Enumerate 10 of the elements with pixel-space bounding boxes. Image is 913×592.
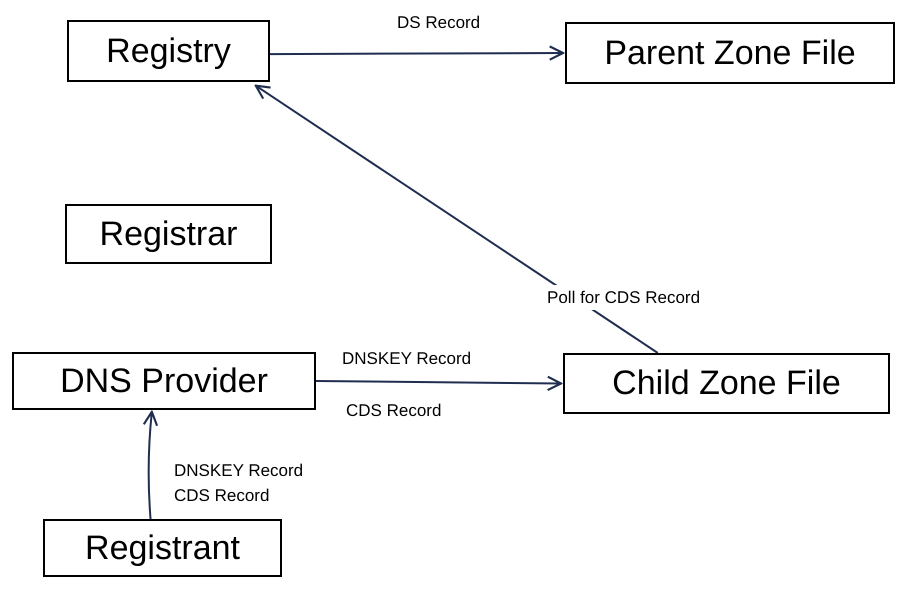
process-box: Child Zone File [563,353,890,414]
process-box: Registrar [65,204,272,264]
process-box: Registry [67,20,270,82]
arrow [142,410,158,520]
process-box: Registrant [43,519,282,577]
arrow [316,376,562,392]
arrow [254,84,658,354]
process-box: DNS Provider [12,352,316,410]
process-box: Parent Zone File [565,22,895,84]
arrow [270,45,564,61]
